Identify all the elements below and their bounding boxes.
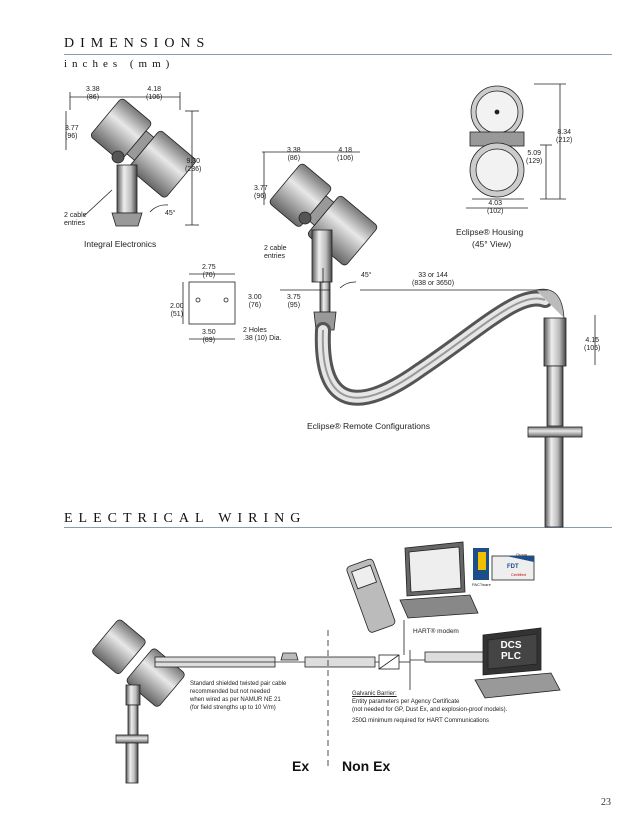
ohm-note: 250Ω minimum required for HART Communica…: [352, 718, 489, 724]
bracket-bw-label: 3.50(89): [202, 329, 216, 344]
remote-drop-label: 4.15(105): [584, 337, 601, 352]
integral-h2-label: 9.30(236): [185, 158, 202, 173]
bracket-h-label: 2.00(51): [170, 303, 184, 318]
housing-h2-label: 5.09(129): [526, 150, 543, 165]
remote-configurations-caption: Eclipse® Remote Configurations: [307, 421, 430, 431]
housing-45-view-drawing: [466, 83, 566, 209]
page-number: 23: [601, 797, 611, 808]
remote-d375-label: 3.75(95): [287, 294, 301, 309]
integral-w1-label: 3.38(86): [86, 86, 100, 101]
hart-modem-label: HART® modem: [413, 628, 459, 635]
housing-caption: Eclipse® Housing: [456, 227, 524, 237]
mounting-bracket-drawing: [182, 273, 236, 340]
remote-w1-label: 3.38(86): [287, 147, 301, 162]
integral-electronics-caption: Integral Electronics: [84, 239, 157, 249]
bracket-w-label: 2.75(70): [202, 264, 216, 279]
housing-caption-view: (45° View): [472, 239, 512, 249]
ex-label: Ex: [292, 758, 310, 774]
remote-angle-label: 45°: [361, 272, 372, 279]
galvanic-barrier-note: Galvanic Barrier: Entity parameters per …: [352, 691, 508, 713]
cable-note: Standard shielded twisted pair cable rec…: [190, 681, 287, 711]
non-ex-label: Non Ex: [342, 758, 391, 774]
dimensions-heading: DIMENSIONS: [64, 36, 211, 51]
integral-cable-label: 2 cable entries: [64, 212, 87, 227]
remote-w2-label: 4.18(106): [337, 147, 354, 162]
wiring-rule: [64, 527, 612, 528]
fdt-logo-text: FDT: [507, 564, 519, 570]
remote-length-label: 33 or 144(838 or 3650): [412, 272, 455, 287]
remote-cable-label: 2 cable entries: [264, 245, 287, 260]
wiring-diagram: [92, 541, 561, 784]
bracket-holes-label: 2 Holes.38 (10) Dia.: [243, 327, 282, 342]
fdt-certified-text: Certified: [511, 572, 526, 577]
remote-configuration-drawing: [262, 151, 596, 528]
housing-w-label: 4.03(102): [487, 200, 504, 215]
integral-angle-label: 45°: [165, 210, 176, 217]
integral-h1-label: 3.77(96): [65, 125, 79, 140]
units-subheading: inches (mm): [64, 58, 175, 70]
remote-h1-label: 3.77(96): [254, 185, 268, 200]
integral-w2-label: 4.18(106): [146, 86, 163, 101]
integral-electronics-drawing: [65, 92, 199, 227]
housing-h1-label: 8.34(212): [556, 129, 573, 144]
fdt-group-text: Group: [516, 552, 528, 557]
electrical-wiring-heading: ELECTRICAL WIRING: [64, 511, 307, 526]
dimensions-rule: [64, 54, 612, 55]
remote-d300-label: 3.00(76): [248, 294, 262, 309]
pactware-logo-text: PACTware: [472, 582, 491, 587]
